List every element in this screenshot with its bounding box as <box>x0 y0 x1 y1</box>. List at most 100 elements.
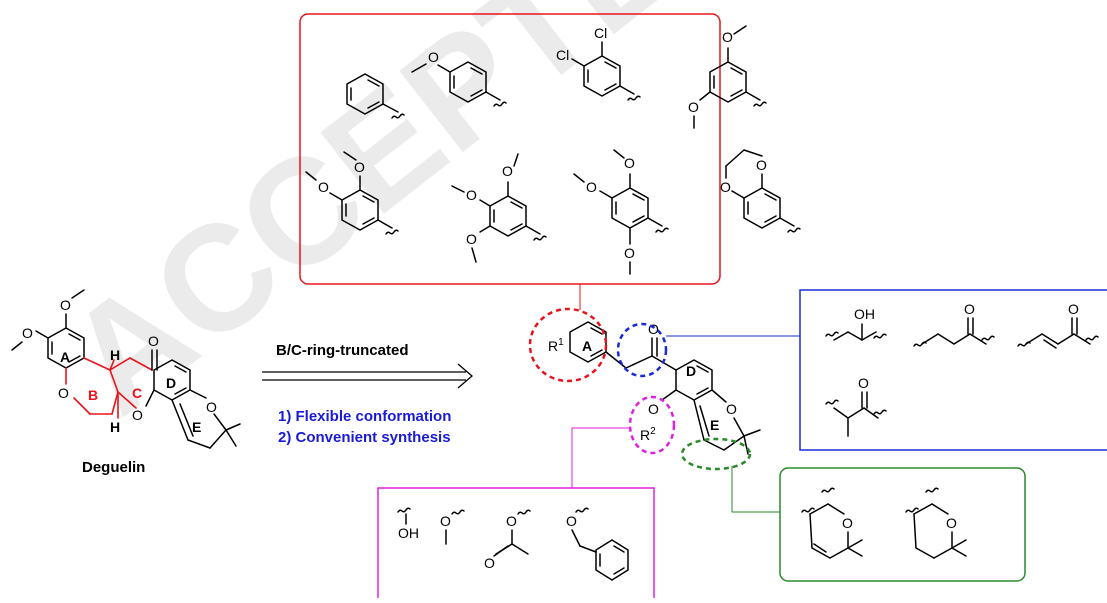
highlight-ring-e <box>680 437 752 471</box>
core-ring-label-d: D <box>686 363 696 379</box>
wavy-attachment-icon <box>1085 335 1099 341</box>
wavy-attachment-icon <box>825 399 839 405</box>
oxygen-atom: O <box>946 515 957 531</box>
ether-box <box>377 487 655 603</box>
wavy-attachment-icon <box>655 227 669 233</box>
oxygen-atom: O <box>484 555 495 571</box>
arrow-label: B/C-ring-truncated <box>276 342 409 359</box>
linker-methyl-ketone: O <box>825 375 887 437</box>
core-carbonyl-oxygen: O <box>648 321 659 337</box>
wavy-attachment-icon <box>981 335 995 341</box>
ring-label-e: E <box>192 419 201 435</box>
oxygen-atom: O <box>1068 301 1079 317</box>
highlight-linker <box>616 322 668 378</box>
design-note-2: 2) Convenient synthesis <box>278 429 451 446</box>
oxygen-atom: O <box>132 407 143 423</box>
watermark-text: ACCEPTED <box>36 0 790 445</box>
hydrogen-atom: H <box>110 419 120 435</box>
wavy-attachment-icon <box>391 113 405 119</box>
core-scaffold: A R1 O D O R2 O E <box>548 321 761 455</box>
oxygen-atom: O <box>466 187 477 203</box>
aryl-4-methoxyphenyl: O <box>411 49 507 107</box>
highlight-ether <box>628 395 676 455</box>
oxygen-atom: O <box>466 231 477 247</box>
oxygen-atom: O <box>148 333 159 349</box>
wavy-attachment-icon <box>627 95 641 101</box>
hydroxyl-label: OH <box>854 306 875 322</box>
wavy-attachment-icon <box>493 101 507 107</box>
aryl-2-4-5-trimethoxyphenyl: O O O <box>573 149 669 275</box>
oxygen-atom: O <box>858 375 869 391</box>
wavy-attachment-icon <box>533 235 547 241</box>
deguelin-structure: A O O O B C H H O O D <box>11 289 241 449</box>
oxygen-atom: O <box>428 49 439 65</box>
oxygen-atom: O <box>624 245 635 261</box>
oxygen-atom: O <box>58 385 69 401</box>
oxygen-atom: O <box>720 179 731 195</box>
linker-enone: O <box>1017 301 1099 349</box>
wavy-attachment-icon <box>787 227 801 233</box>
core-ring-e-oxygen: O <box>726 401 737 417</box>
wavy-attachment-icon <box>753 101 767 107</box>
wavy-attachment-icon <box>825 331 839 337</box>
oxygen-atom: O <box>756 157 767 173</box>
r2-methyl: O <box>440 509 465 545</box>
ring-label-a: A <box>60 349 70 365</box>
aryl-3-4-dichlorophenyl: Cl Cl <box>556 25 641 101</box>
aryl-box <box>299 13 721 285</box>
connector-ring-e <box>731 466 780 513</box>
ring-label-d: D <box>166 375 176 391</box>
oxygen-atom: O <box>502 163 513 179</box>
wavy-attachment-icon <box>873 333 887 339</box>
oxygen-atom: O <box>60 297 71 313</box>
oxygen-atom: O <box>566 513 577 529</box>
oxygen-atom: O <box>354 159 365 175</box>
oxygen-atom: O <box>842 515 853 531</box>
aryl-3-5-dimethoxyphenyl: O O <box>688 25 767 129</box>
wavy-attachment-icon <box>451 509 465 515</box>
oxygen-atom: O <box>722 29 733 45</box>
connector-ether <box>571 427 630 488</box>
transformation-arrow <box>262 363 473 389</box>
wavy-attachment-icon <box>873 409 887 415</box>
aryl-3-4-dimethoxyphenyl: O O <box>305 151 399 235</box>
hydrogen-atom: H <box>110 347 120 363</box>
linker-hydroxy: OH <box>825 306 887 341</box>
wavy-attachment-icon <box>397 507 411 513</box>
ering-box <box>779 467 1026 582</box>
r2-benzyl: O <box>566 507 629 581</box>
design-note-1: 1) Flexible conformation <box>278 408 451 425</box>
oxygen-atom: O <box>206 399 217 415</box>
core-ring-label-a: A <box>582 338 592 354</box>
r2-hydroxyl: OH <box>397 507 419 541</box>
core-ether-oxygen: O <box>648 401 659 417</box>
r2-acetyl: O O <box>484 509 531 571</box>
wavy-attachment-icon <box>905 507 919 513</box>
aryl-benzodioxinyl: O O <box>720 149 801 233</box>
oxygen-atom: O <box>22 325 33 341</box>
linker-ketone-chain: O <box>913 301 995 347</box>
hydroxyl-label: OH <box>398 525 419 541</box>
ring-label-b: B <box>88 387 98 403</box>
oxygen-atom: O <box>506 513 517 529</box>
chlorine-atom: Cl <box>594 25 607 41</box>
ring-label-c: C <box>132 385 142 401</box>
core-r1-label: R1 <box>548 337 564 354</box>
highlight-ring-a <box>528 307 608 383</box>
wavy-attachment-icon <box>517 509 531 515</box>
linker-box <box>799 289 1107 451</box>
wavy-attachment-icon <box>385 229 399 235</box>
wavy-attachment-icon <box>821 487 835 493</box>
wavy-attachment-icon <box>575 507 589 513</box>
oxygen-atom: O <box>688 99 699 115</box>
aryl-phenyl <box>346 73 405 119</box>
oxygen-atom: O <box>964 301 975 317</box>
chlorine-atom: Cl <box>556 47 569 63</box>
ering-tetrahydropyran: O <box>905 487 967 559</box>
wavy-attachment-icon <box>801 507 815 513</box>
compound-name-deguelin: Deguelin <box>82 459 145 476</box>
aryl-3-4-5-trimethoxyphenyl: O O O <box>451 153 547 263</box>
oxygen-atom: O <box>440 513 451 529</box>
oxygen-atom: O <box>624 155 635 171</box>
